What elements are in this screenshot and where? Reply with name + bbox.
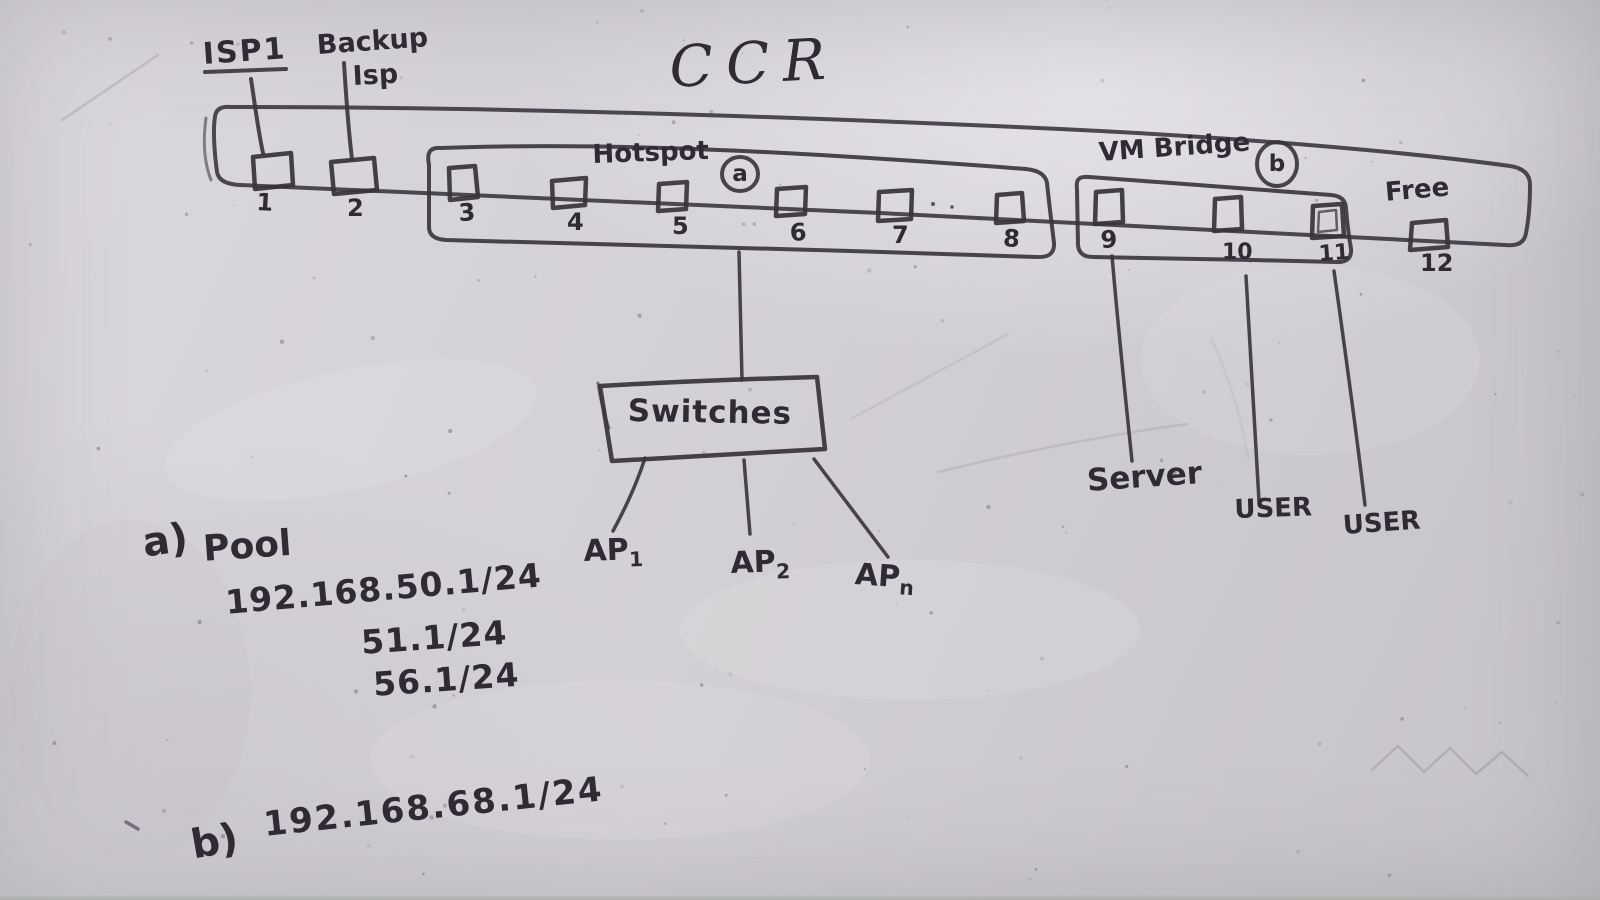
vm-bridge-group-box [1074,174,1354,265]
port-12 [1407,217,1451,253]
note-b-bullet: b) [187,814,242,869]
switches-apn-cable [812,457,890,559]
apn-base: AP [853,557,902,596]
hotspot-badge-letter: a [732,161,748,187]
isp1-underline [203,67,288,74]
vm-bridge-badge-letter: b [1268,151,1286,177]
port-6 [773,184,809,219]
vm-bridge-badge: b [1258,146,1296,182]
apn-sub: n [898,575,915,601]
port-9 [1092,187,1126,227]
port-5-number: 5 [672,212,689,240]
port-11-inner [1316,208,1339,234]
backup-isp-cable [342,61,354,161]
apn-label: APn [853,557,916,600]
router-outline [211,104,1532,248]
hotspot-group-box [426,144,1057,260]
switches-box [597,374,828,464]
isp1-label: ISP1 [201,31,288,72]
router-ports [250,150,1451,253]
port-5 [655,179,690,214]
switches-ap1-cable [611,456,647,533]
switches-ap2-cable [742,458,752,536]
port-9-number: 9 [1099,225,1119,254]
port-3-number: 3 [457,198,477,227]
ap2-label: AP2 [729,544,791,584]
note-a-title: Pool [201,522,293,570]
port-10-number: 10 [1222,240,1253,265]
backup-isp-label-line1: Backup [315,22,430,61]
badge-a-circle [720,155,760,193]
user2-label: USER [1341,505,1422,541]
port-2 [328,155,380,197]
switches-label: Switches [627,393,793,432]
port-2-number: 2 [347,194,364,222]
server-label: Server [1085,454,1204,499]
whiteboard-tray-edge [0,895,1600,900]
port-8-number: 8 [1002,224,1021,254]
port-3 [446,163,481,203]
port-4-number: 4 [567,208,584,236]
port-11-number: 11 [1317,239,1351,267]
ap1-base: AP [582,532,630,569]
whiteboard-smudges [10,53,1530,860]
port-7 [875,187,915,224]
port-6-number: 6 [788,217,808,247]
port-1 [250,150,296,192]
hotspot-group-label: Hotspot [591,135,710,170]
port-8 [993,190,1027,226]
ap2-sub: 2 [775,559,791,584]
ap2-base: AP [729,544,777,581]
port-1-number: 1 [255,188,274,217]
port-4 [549,175,589,211]
note-a-line-3: 56.1/24 [371,654,521,704]
port-10 [1211,194,1245,234]
user1-label: USER [1233,492,1313,525]
backup-isp-label-line2: Isp [351,58,399,92]
hotspot-switches-cable [737,250,744,382]
router-outline-retrace [202,116,213,182]
note-a-bullet: a) [139,514,191,567]
port-7-number: 7 [892,221,909,249]
port9-server-cable [1110,254,1134,463]
switches-box-retrace [596,381,611,430]
badge-b-circle [1255,140,1299,188]
port-12-number: 12 [1420,249,1454,277]
port-11 [1309,201,1347,241]
free-port-label: Free [1383,172,1451,208]
ap1-sub: 1 [628,547,644,572]
port10-user-cable [1244,274,1261,503]
port11-user-cable [1332,269,1367,507]
hotspot-badge: a [722,158,758,190]
router-title: CCR [667,26,841,101]
note-a-line-2: 51.1/24 [359,612,509,662]
isp1-cable [249,77,265,155]
ap1-label: AP1 [582,532,644,572]
